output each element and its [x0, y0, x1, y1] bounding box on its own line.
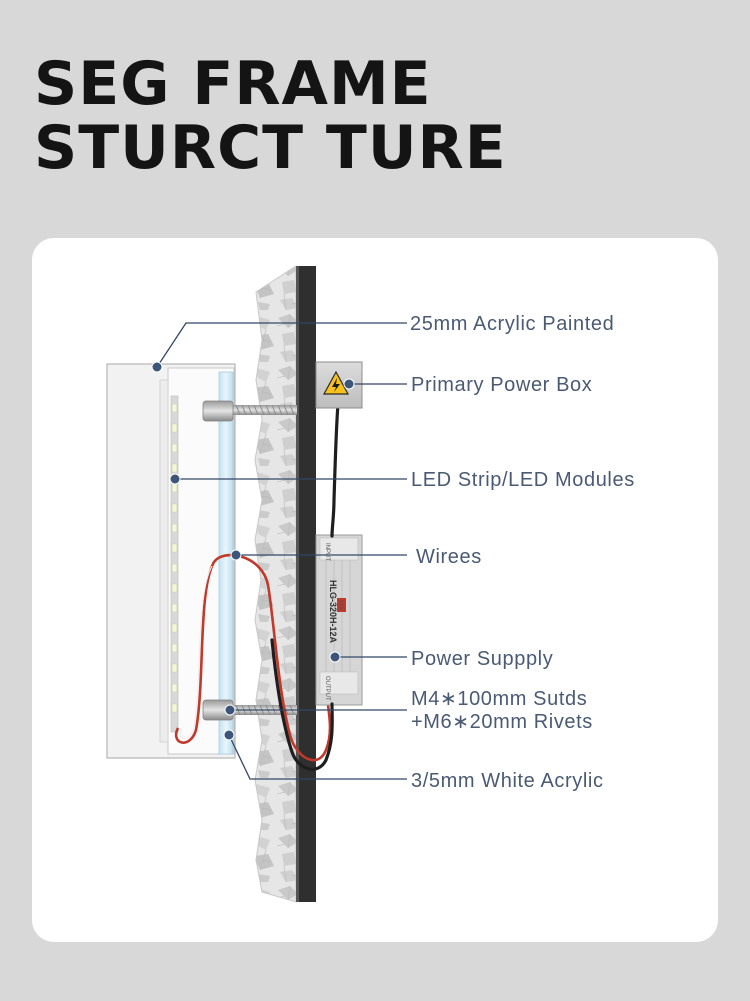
- label-white-acrylic: 3/5mm White Acrylic: [411, 770, 604, 792]
- stone-wall: [254, 265, 297, 903]
- psu-model-text: HLG-320H-12A: [328, 580, 338, 644]
- power-cables: [270, 402, 340, 771]
- title-line-2: STURCT TURE: [34, 113, 507, 183]
- label-led-strip: LED Strip/LED Modules: [411, 469, 635, 491]
- stud-top: [202, 400, 297, 422]
- white-acrylic-panel: [218, 371, 234, 755]
- label-wires: Wirees: [416, 546, 482, 568]
- label-studs-line-2: +M6∗20mm Rivets: [411, 711, 593, 733]
- power-supply-unit: INPUT MW HLG-320H-12A OUTPUT: [315, 534, 363, 706]
- mounting-panel: [296, 266, 316, 902]
- callout-leaders: [156, 322, 407, 780]
- psu-output-text: OUTPUT: [324, 676, 330, 701]
- page-title: SEG FRAME STURCT TURE: [34, 52, 507, 180]
- label-power-supply: Power Suppply: [411, 648, 553, 670]
- label-acrylic-painted: 25mm Acrylic Painted: [410, 313, 614, 335]
- title-line-1: SEG FRAME: [34, 49, 432, 119]
- primary-power-box: [315, 361, 363, 409]
- label-power-box: Primary Power Box: [411, 374, 592, 396]
- psu-input-text: INPUT: [324, 543, 330, 561]
- callout-dots: [151, 361, 355, 741]
- led-strip: [170, 395, 179, 733]
- led-wires: [174, 553, 332, 762]
- psu-brand-logo: MW: [337, 600, 343, 611]
- label-studs-line-1: M4∗100mm Sutds: [411, 688, 587, 710]
